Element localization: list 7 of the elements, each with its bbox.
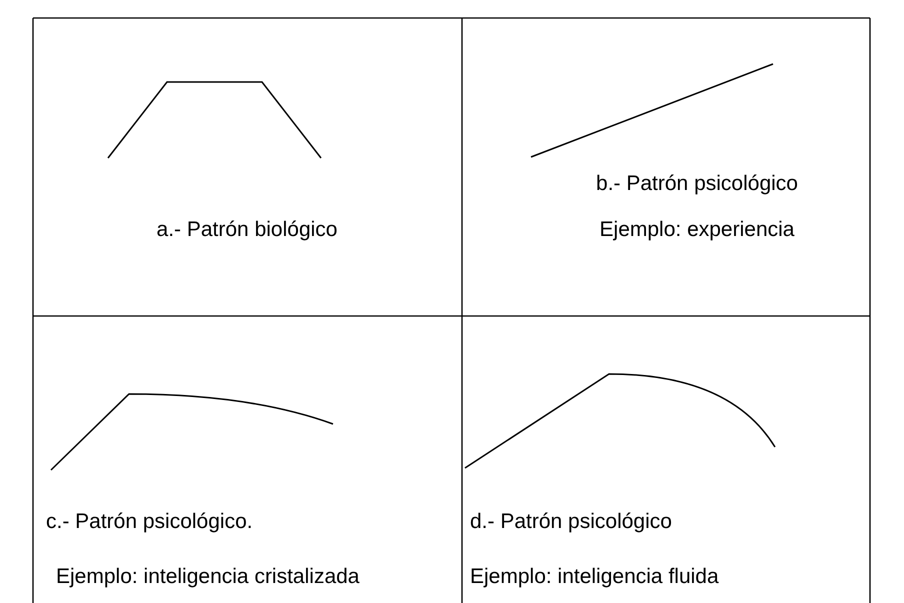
pattern-caption: c.- Patrón psicológico. <box>46 510 253 534</box>
example-caption: Ejemplo: experiencia <box>600 218 794 242</box>
example-caption: Ejemplo: inteligencia fluida <box>470 565 719 589</box>
pattern-caption: d.- Patrón psicológico <box>470 510 672 534</box>
example-caption: Ejemplo: inteligencia cristalizada <box>56 565 360 589</box>
pattern-caption: a.- Patrón biológico <box>156 218 338 242</box>
pattern-caption: b.- Patrón psicológico <box>596 172 798 196</box>
